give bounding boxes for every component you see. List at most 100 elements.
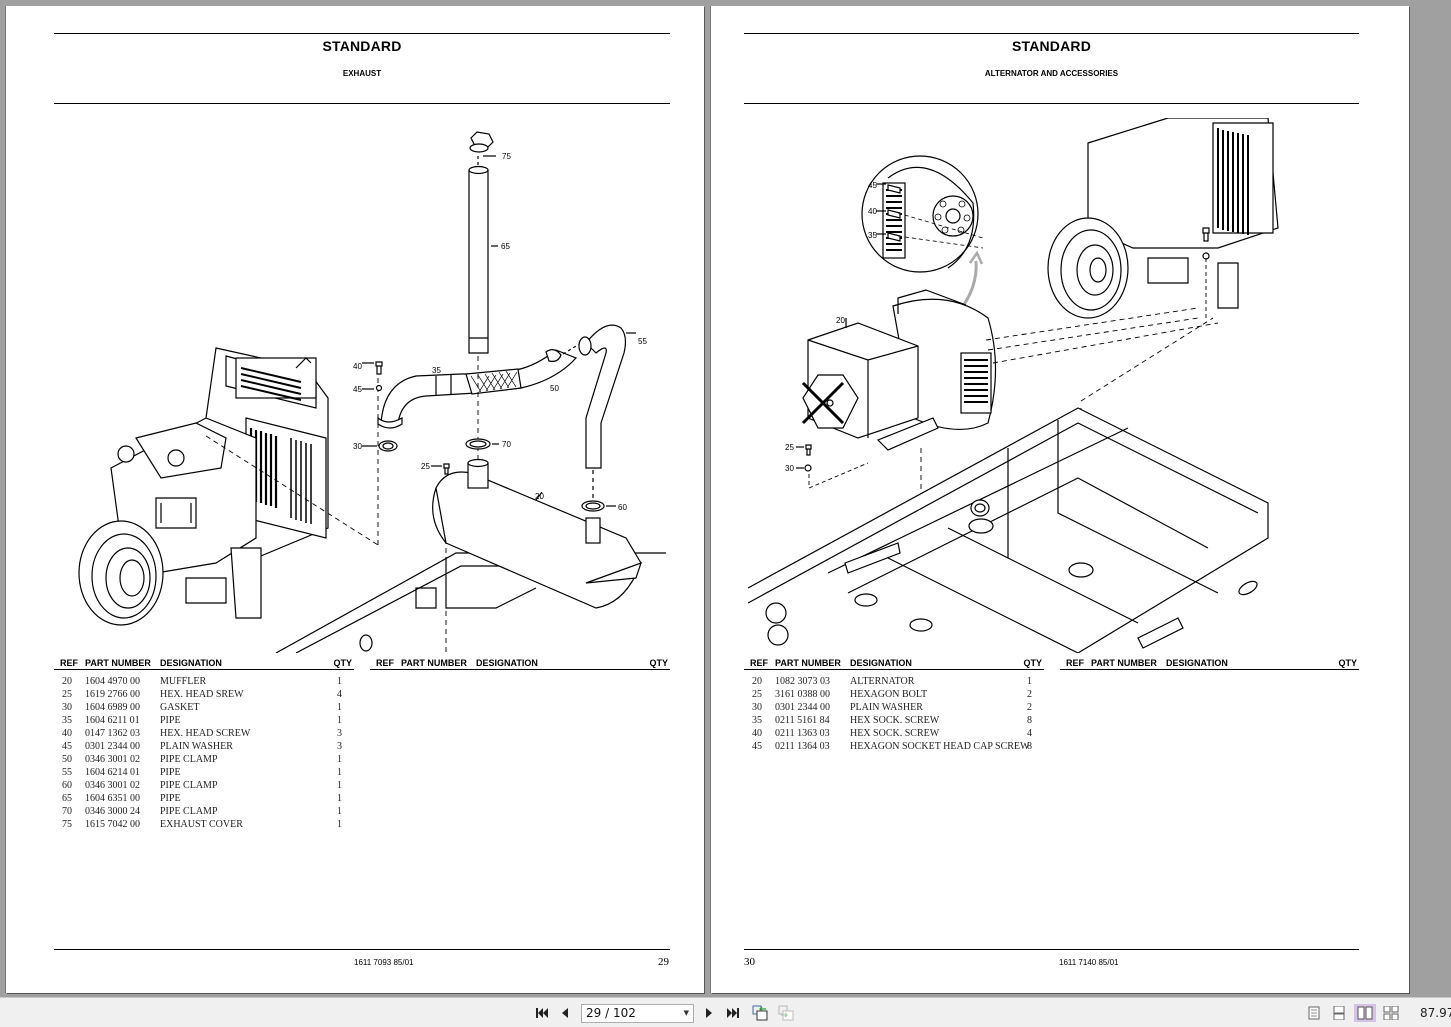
cell-part-number: 1604 6211 01 [85,715,140,726]
previous-view-button[interactable] [751,1004,769,1022]
continuous-view-button[interactable] [1328,1004,1350,1022]
callout-45: 45 [353,385,362,394]
header-ref: REF [1066,658,1084,668]
last-page-button[interactable] [724,1004,742,1022]
parts-table-empty: REF PART NUMBER DESIGNATION QTY [1060,658,1359,670]
header-qty: QTY [1023,658,1042,668]
cell-qty: 4 [1027,728,1032,739]
callout-35: 35 [868,231,877,240]
cell-part-number: 1615 7042 00 [85,819,140,830]
callout-75: 75 [502,152,511,161]
cell-designation: PIPE [160,715,181,726]
previous-page-button[interactable] [558,1004,572,1022]
navigation-toolbar: 29 / 102 ▼ 87.97 [0,997,1451,1027]
cell-qty: 8 [1027,715,1032,726]
table-header: REF PART NUMBER DESIGNATION QTY [54,658,354,670]
exhaust-exploded-diagram: 75 65 55 40 45 35 50 30 70 25 20 60 [78,131,666,653]
cell-ref: 25 [752,689,762,700]
callout-40: 40 [353,362,362,371]
cell-designation: HEXAGON BOLT [850,689,928,700]
cell-ref: 50 [62,754,72,765]
callout-40: 40 [868,207,877,216]
cell-designation: PLAIN WASHER [850,702,923,713]
continuous-facing-view-button[interactable] [1380,1004,1402,1022]
header-rule-bottom [54,103,670,104]
header-qty: QTY [649,658,668,668]
cell-designation: PIPE CLAMP [160,806,218,817]
callout-30: 30 [785,464,794,473]
table-header: REF PART NUMBER DESIGNATION QTY [1060,658,1359,670]
cell-part-number: 0211 1364 03 [775,741,830,752]
engine-drawing [78,347,329,626]
cell-ref: 40 [752,728,762,739]
previous-page-icon [562,1008,568,1018]
cell-part-number: 1619 2766 00 [85,689,140,700]
cell-ref: 25 [62,689,72,700]
cell-designation: HEX SOCK. SCREW [850,728,940,739]
cell-ref: 60 [62,780,72,791]
page-title: STANDARD [1011,38,1092,54]
table-header: REF PART NUMBER DESIGNATION QTY [744,658,1044,670]
cell-designation: HEX. HEAD SREW [160,689,244,700]
cell-designation: PIPE [160,767,181,778]
first-page-icon [536,1008,548,1018]
header-ref: REF [376,658,394,668]
cell-part-number: 0147 1362 03 [85,728,140,739]
page-number-dropdown[interactable]: 29 / 102 ▼ [581,1004,694,1023]
table-header: REF PART NUMBER DESIGNATION QTY [370,658,670,670]
next-view-button[interactable] [777,1004,795,1022]
header-part-number: PART NUMBER [775,658,841,668]
single-page-view-button[interactable] [1303,1004,1325,1022]
page-29: STANDARD EXHAUST [6,6,704,993]
document-number: 1611 7093 85/01 [354,958,414,967]
cell-qty: 3 [337,728,342,739]
page-indicator: 29 / 102 [586,1006,636,1020]
first-page-button[interactable] [533,1004,551,1022]
next-page-icon [706,1008,712,1018]
cell-qty: 1 [337,702,342,713]
callout-65: 65 [501,242,510,251]
callout-45: 45 [868,181,877,190]
cell-ref: 75 [62,819,72,830]
header-designation: DESIGNATION [1166,658,1228,668]
next-view-icon [778,1005,794,1021]
cell-part-number: 1082 3073 03 [775,676,830,687]
base-frame-drawing [748,407,1269,653]
header-designation: DESIGNATION [850,658,912,668]
cell-ref: 65 [62,793,72,804]
cell-designation: ALTERNATOR [850,676,915,687]
cell-designation: PIPE [160,793,181,804]
callout-20: 20 [535,492,544,501]
cell-part-number: 0346 3000 24 [85,806,140,817]
single-page-icon [1308,1006,1320,1020]
header-qty: QTY [333,658,352,668]
cell-ref: 30 [752,702,762,713]
cell-part-number: 1604 6214 01 [85,767,140,778]
cell-ref: 45 [752,741,762,752]
zoom-level[interactable]: 87.97 [1420,1006,1451,1020]
cell-part-number: 1604 6351 00 [85,793,140,804]
next-page-button[interactable] [702,1004,716,1022]
facing-view-button[interactable] [1354,1004,1376,1022]
cell-ref: 30 [62,702,72,713]
cell-designation: HEX. HEAD SCREW [160,728,251,739]
header-part-number: PART NUMBER [401,658,467,668]
section-title: ALTERNATOR AND ACCESSORIES [984,69,1119,78]
cell-qty: 3 [337,741,342,752]
header-ref: REF [60,658,78,668]
header-ref: REF [750,658,768,668]
continuous-facing-icon [1383,1006,1399,1020]
flex-bellows [465,368,522,395]
alternator-drawing [801,289,997,451]
